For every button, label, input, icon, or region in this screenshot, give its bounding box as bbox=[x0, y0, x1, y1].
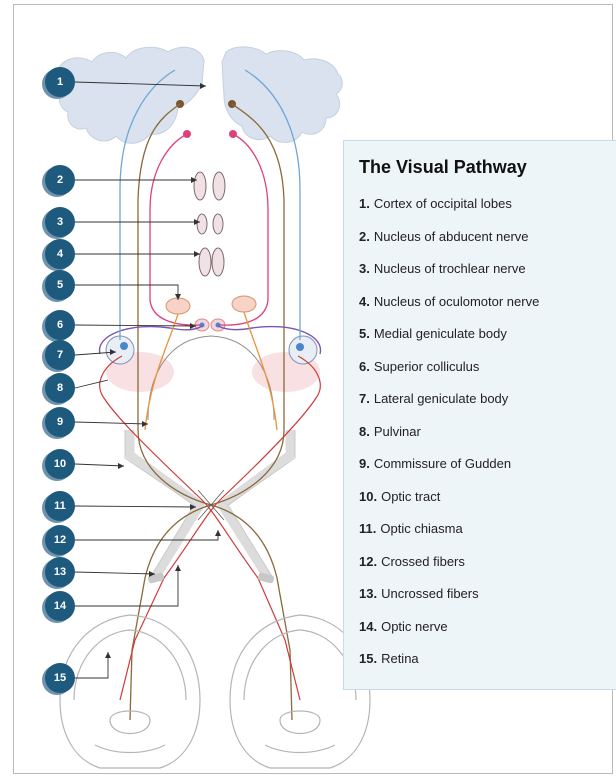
legend-item: 5.Medial geniculate body bbox=[359, 326, 539, 359]
legend-item: 2.Nucleus of abducent nerve bbox=[359, 229, 539, 262]
marker-2: 2 bbox=[45, 165, 75, 195]
legend-item: 15.Retina bbox=[359, 651, 539, 684]
legend-item: 9.Commissure of Gudden bbox=[359, 456, 539, 489]
legend-panel: The Visual Pathway 1.Cortex of occipital… bbox=[343, 140, 616, 690]
oculomotor-nucleus-right bbox=[212, 248, 224, 276]
marker-3: 3 bbox=[45, 207, 75, 237]
marker-9: 9 bbox=[45, 407, 75, 437]
legend-list: 1.Cortex of occipital lobes 2.Nucleus of… bbox=[359, 196, 539, 684]
medial-geniculate-left bbox=[166, 298, 190, 314]
marker-8: 8 bbox=[45, 373, 75, 403]
cortex-right bbox=[222, 47, 342, 142]
marker-14: 14 bbox=[45, 591, 75, 621]
legend-item: 1.Cortex of occipital lobes bbox=[359, 196, 539, 229]
trochlear-nucleus-left bbox=[197, 214, 207, 234]
marker-6: 6 bbox=[45, 310, 75, 340]
marker-13: 13 bbox=[45, 557, 75, 587]
marker-7: 7 bbox=[45, 340, 75, 370]
trochlear-nucleus-right bbox=[213, 214, 223, 234]
eye-left bbox=[60, 615, 200, 768]
lateral-geniculate-right bbox=[289, 336, 317, 364]
legend-item: 10.Optic tract bbox=[359, 489, 539, 522]
legend-item: 8.Pulvinar bbox=[359, 424, 539, 457]
abducent-nucleus-left bbox=[194, 172, 206, 200]
legend-item: 3.Nucleus of trochlear nerve bbox=[359, 261, 539, 294]
abducent-nucleus-right bbox=[213, 172, 225, 200]
legend-item: 12.Crossed fibers bbox=[359, 554, 539, 587]
marker-4: 4 bbox=[45, 239, 75, 269]
marker-12: 12 bbox=[45, 525, 75, 555]
marker-5: 5 bbox=[45, 270, 75, 300]
legend-item: 14.Optic nerve bbox=[359, 619, 539, 652]
legend-title: The Visual Pathway bbox=[359, 157, 527, 178]
marker-11: 11 bbox=[45, 491, 75, 521]
marker-1: 1 bbox=[45, 67, 75, 97]
marker-15: 15 bbox=[45, 663, 75, 693]
legend-item: 6.Superior colliculus bbox=[359, 359, 539, 392]
marker-10: 10 bbox=[45, 449, 75, 479]
legend-item: 13.Uncrossed fibers bbox=[359, 586, 539, 619]
medial-geniculate-right bbox=[232, 296, 256, 312]
legend-item: 4.Nucleus of oculomotor nerve bbox=[359, 294, 539, 327]
legend-item: 11.Optic chiasma bbox=[359, 521, 539, 554]
oculomotor-nucleus-left bbox=[199, 248, 211, 276]
legend-item: 7.Lateral geniculate body bbox=[359, 391, 539, 424]
